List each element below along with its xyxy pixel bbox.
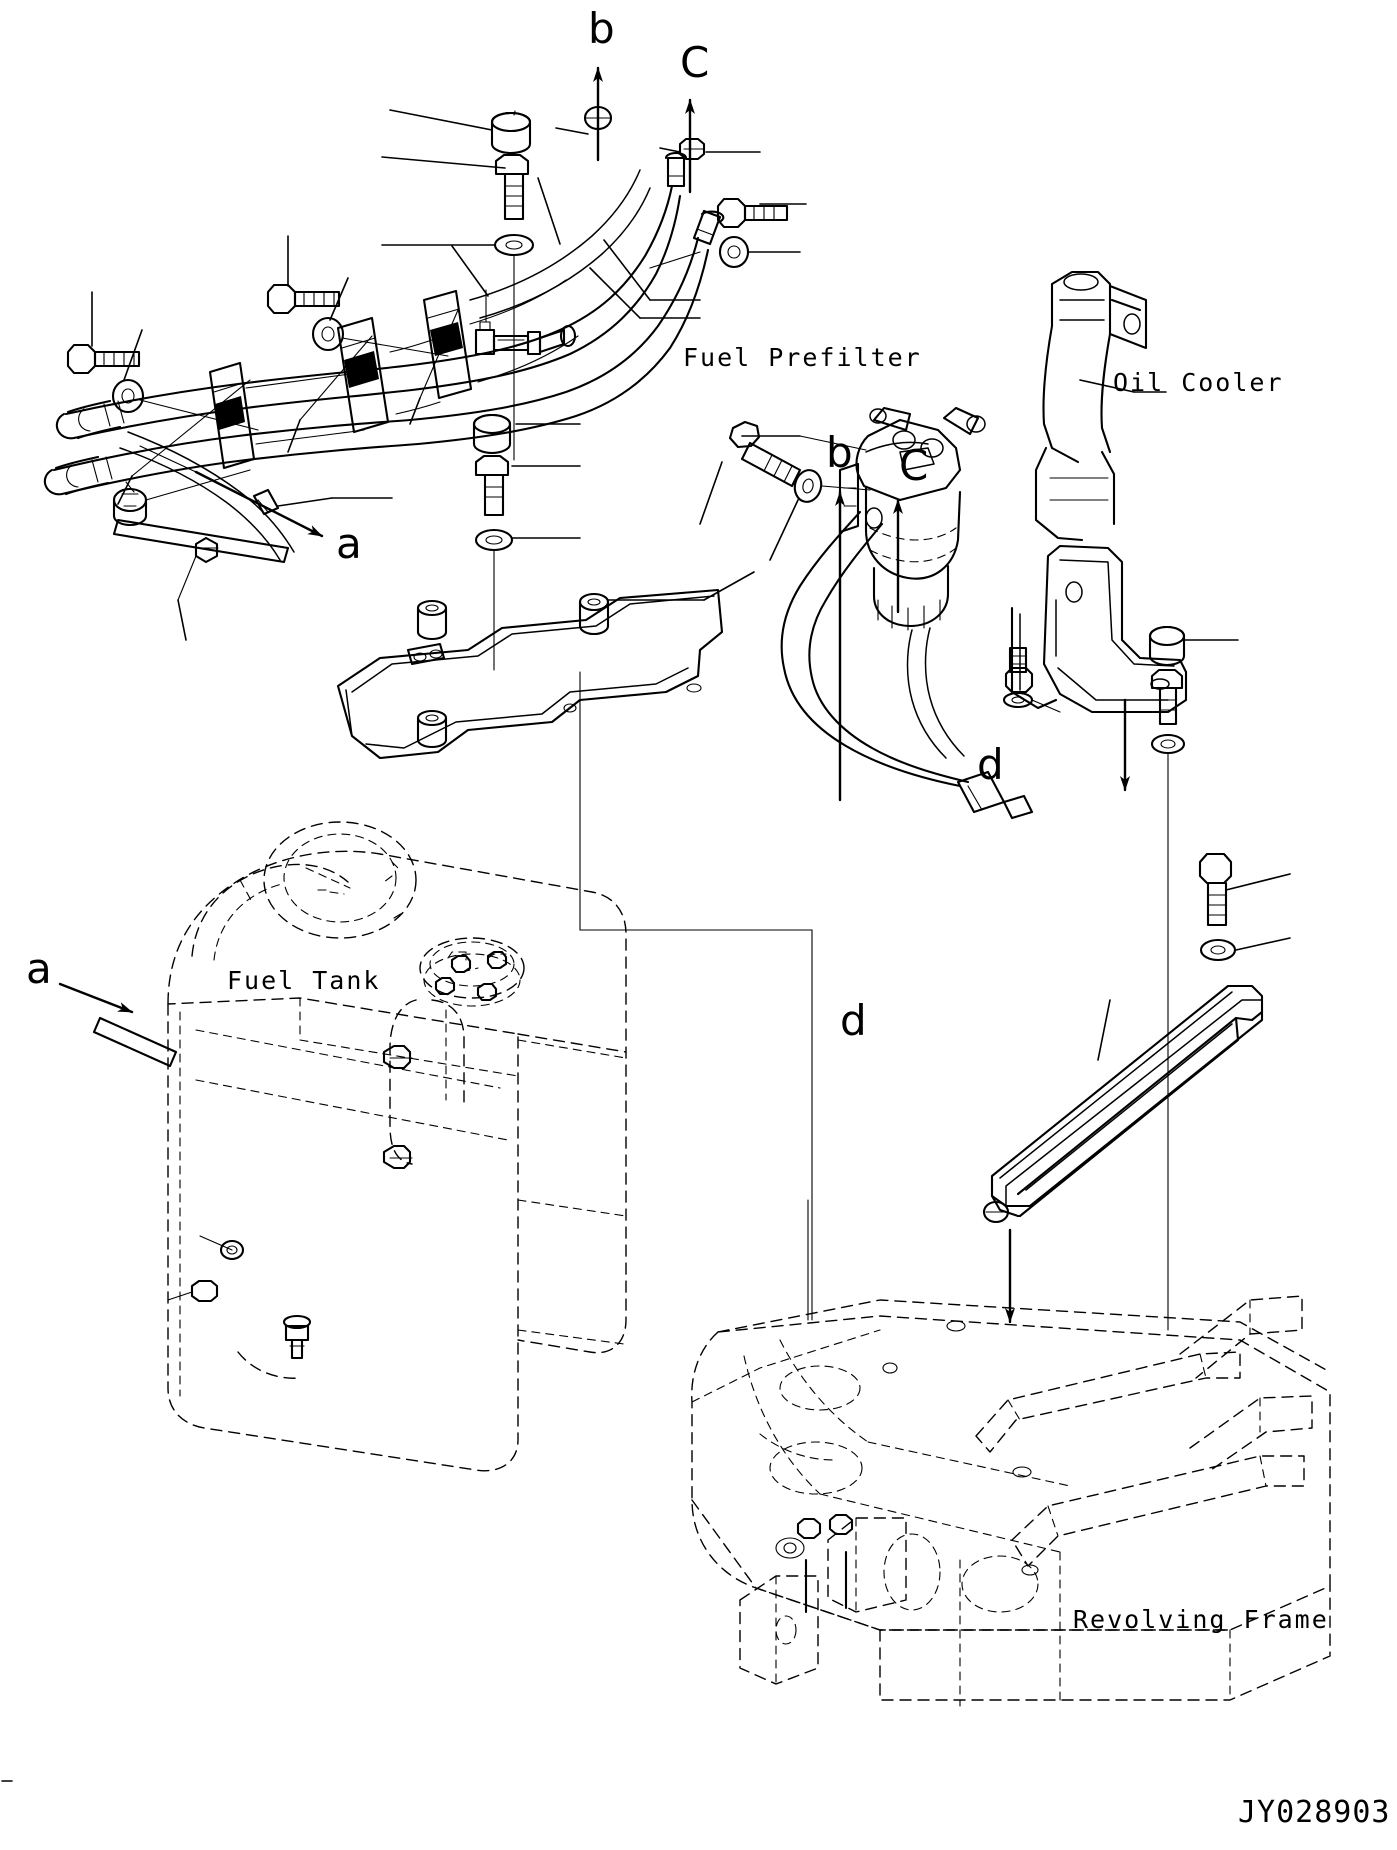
section-marker-c-mid: C [899,441,929,490]
bracket-bolt-right [1148,625,1186,755]
bracket-bolt-left [1004,646,1034,694]
hose-end-fitting-top-1 [664,151,688,188]
bracket-tab-holes [406,642,446,666]
bracket-boss-right [578,592,610,636]
bolt-part-mid [474,454,510,517]
bolt-washer-group-right [649,197,807,269]
bolt-part-upper [494,153,530,221]
fuel-valve [474,321,577,356]
fuel-drain-valve [282,1314,312,1360]
oil-cooler-assembly [1034,270,1167,542]
hose-clamp-1 [208,361,256,470]
fuel-prefilter-label: Fuel Prefilter [683,343,922,372]
washer-part-mid [474,528,514,552]
fuel-sender-unit [419,937,525,1007]
fuel-tank-strap [382,999,465,1170]
hose-guard-bracket [336,571,755,760]
section-marker-a-upper: a [336,519,362,568]
revolving-frame-outline [691,1295,1331,1707]
section-arrow-a-upper [112,445,324,564]
fuel-tank-filler-cap [263,821,417,939]
revolving-frame-label: Revolving Frame [1073,1605,1329,1634]
section-marker-d-lower: d [840,996,867,1045]
prefilter-bolt [728,420,802,488]
spacer-cap-part [490,110,532,155]
fastener-stack-mid [472,413,813,1321]
spacer-cap-part-mid [472,413,512,455]
section-marker-b-mid: b [826,428,853,477]
prefilter-inlet-port [869,406,912,432]
hose-end-fitting-2 [43,455,113,496]
prefilter-outlet-port [942,406,986,436]
section-marker-b-top: b [588,4,615,53]
section-fitting-c-top [678,137,706,161]
bolt-washer-group-d [1198,852,1291,962]
section-marker-d-upper: d [977,740,1004,789]
bracket-boss-lower [416,709,448,749]
fuel-tank-outline [167,821,627,1472]
bolt-washer-group-center [266,235,449,357]
hose-end-fitting-1 [55,399,125,440]
drawing-number: JY028903 [1238,1795,1391,1830]
fuel-hose-assembly [43,127,761,641]
fuel-tank-bottom-fittings [167,1235,312,1379]
lower-hose-fitting [956,770,1034,820]
prefilter-fuel-lines [780,510,1034,820]
bolt-washer-group-left [66,291,259,431]
channel-cover-part [807,984,1264,1321]
section-marker-a-lower: a [26,944,52,993]
section-marker-c-top: C [680,38,710,87]
washer-part-upper [493,233,535,257]
prefilter-mount-bracket [1002,544,1239,1331]
bracket-boss-left [416,599,448,641]
section-arrow-a-lower [58,982,178,1068]
oil-cooler-label: Oil Cooler [1113,368,1284,397]
fuel-tank-label: Fuel Tank [227,966,381,995]
hose-clamp-2 [336,316,390,434]
prefilter-washer [793,469,823,503]
fastener-stack-upper [381,109,535,461]
section-fitting-b-top [583,105,613,131]
fuel-prefilter-assembly [699,406,986,631]
